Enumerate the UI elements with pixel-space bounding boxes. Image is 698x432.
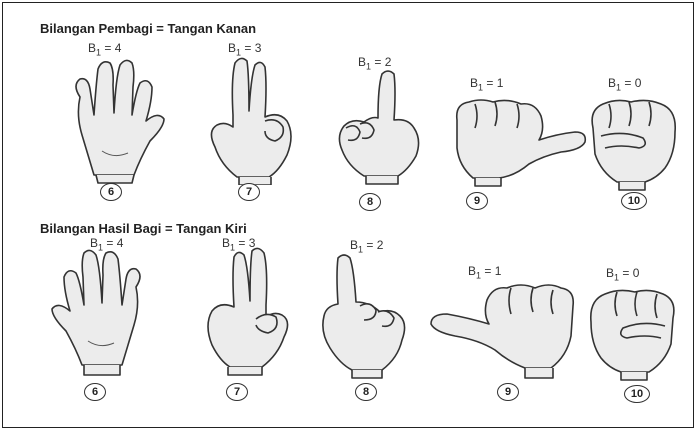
b1-label-left-8: B1 = 2 bbox=[350, 238, 383, 254]
number-badge-left-9: 9 bbox=[497, 383, 519, 401]
number-badge-right-7: 7 bbox=[238, 183, 260, 201]
left-hand-fist-illustration bbox=[583, 282, 683, 382]
left-hand-four-fingers-illustration bbox=[40, 245, 160, 380]
section-title-right-hand: Bilangan Pembagi = Tangan Kanan bbox=[40, 21, 256, 36]
right-hand-four-fingers-illustration bbox=[58, 55, 168, 185]
b1-label-left-10: B1 = 0 bbox=[606, 266, 639, 282]
number-badge-right-6: 6 bbox=[100, 183, 122, 201]
number-badge-left-6: 6 bbox=[84, 383, 106, 401]
number-badge-left-7: 7 bbox=[226, 383, 248, 401]
number-badge-left-10: 10 bbox=[624, 385, 650, 403]
number-badge-left-8: 8 bbox=[355, 383, 377, 401]
left-hand-three-fingers-illustration bbox=[196, 245, 296, 380]
left-hand-thumb-illustration bbox=[425, 274, 585, 384]
number-badge-right-10: 10 bbox=[621, 192, 647, 210]
right-hand-thumb-illustration bbox=[445, 90, 595, 190]
right-hand-three-fingers-illustration bbox=[203, 55, 303, 185]
section-title-left-hand: Bilangan Hasil Bagi = Tangan Kiri bbox=[40, 221, 247, 236]
right-hand-fist-illustration bbox=[583, 92, 683, 192]
left-hand-two-fingers-illustration bbox=[316, 254, 416, 379]
number-badge-right-8: 8 bbox=[359, 193, 381, 211]
b1-label-right-10: B1 = 0 bbox=[608, 76, 641, 92]
right-hand-two-fingers-illustration bbox=[330, 70, 430, 185]
number-badge-right-9: 9 bbox=[466, 192, 488, 210]
b1-label-right-8: B1 = 2 bbox=[358, 55, 391, 71]
